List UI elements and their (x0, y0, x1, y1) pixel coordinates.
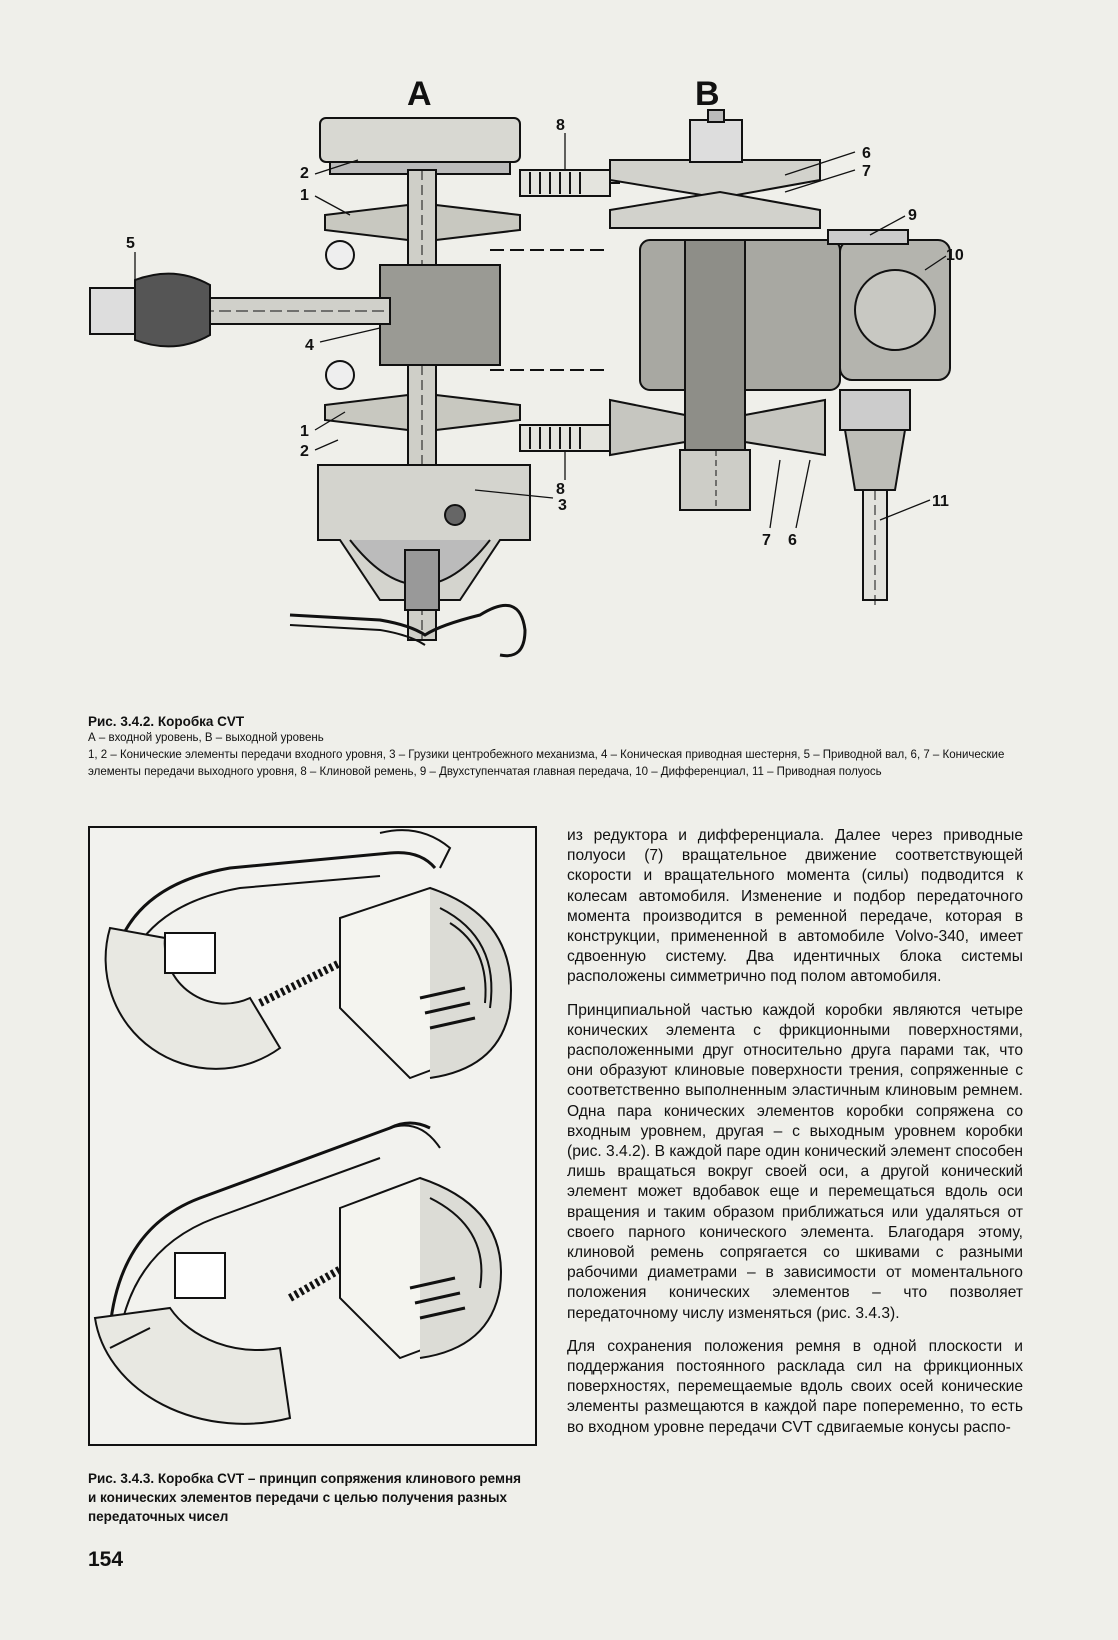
cvt-section-drawing: A B 8 2 1 5 4 1 2 8 3 6 7 9 10 7 6 11 (89, 75, 964, 658)
body-paragraph-1: из редуктора и дифференциала. Далее чере… (567, 827, 1023, 986)
callout-8-top: 8 (556, 117, 565, 134)
figure-legend-parts: 1, 2 – Конические элементы передачи вход… (88, 749, 1005, 778)
callout-8-bottom: 8 (556, 481, 565, 498)
callout-7-top: 7 (862, 163, 871, 180)
callout-4: 4 (305, 337, 314, 354)
belt-cone-illustration-frame (88, 826, 537, 1446)
callout-2-top: 2 (300, 165, 309, 182)
body-paragraph-3: Для сохранения положения ремня в одной п… (567, 1337, 1023, 1436)
callout-6-top: 6 (862, 145, 871, 162)
lower-belt-scene (93, 1121, 502, 1425)
callout-2-bottom: 2 (300, 443, 309, 460)
figure-title: Рис. 3.4.2. Коробка CVT (88, 714, 245, 729)
callout-7-bottom: 7 (762, 532, 771, 549)
callout-1-top: 1 (300, 187, 309, 204)
v-belt-drawing (490, 169, 620, 452)
callout-10: 10 (946, 247, 964, 264)
callout-9: 9 (908, 207, 917, 224)
upper-belt-scene (104, 829, 512, 1080)
callout-1-bottom: 1 (300, 423, 309, 440)
figure-caption-3-4-2: Рис. 3.4.2. Коробка CVT А – входной уров… (88, 713, 1028, 781)
callout-3: 3 (558, 497, 567, 514)
callout-11: 11 (932, 493, 949, 510)
unit-b-label: B (695, 75, 720, 113)
callout-5: 5 (126, 235, 135, 252)
page-number: 154 (88, 1548, 124, 1571)
callout-leaders (134, 133, 947, 529)
figure-caption-3-4-3: Рис. 3.4.3. Коробка CVT – принцип сопряж… (88, 1471, 521, 1524)
figure-legend-levels: А – входной уровень, В – выходной уровен… (88, 732, 324, 744)
unit-a-label: A (407, 75, 432, 113)
output-unit-drawing (609, 109, 951, 605)
input-unit-drawing (89, 117, 531, 658)
callout-6-bottom: 6 (788, 532, 797, 549)
belt-cone-illustration (93, 829, 512, 1425)
body-paragraph-2: Принципиальной частью каждой коробки явл… (567, 1001, 1023, 1322)
body-text-column: из редуктора и дифференциала. Далее чере… (567, 826, 1023, 1451)
